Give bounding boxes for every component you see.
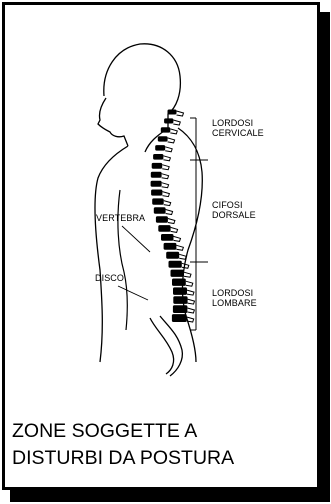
vertebra-body <box>171 270 185 277</box>
vertebra-body <box>161 234 174 241</box>
spinous-process <box>162 174 169 179</box>
vertebra-body <box>151 190 162 196</box>
vertebra-body <box>172 279 186 286</box>
leader-vertebra <box>122 226 150 252</box>
spinous-process <box>165 147 172 152</box>
spinous-process <box>174 236 181 241</box>
vertebra-body <box>164 118 173 123</box>
spinous-process <box>176 245 183 250</box>
spinous-process <box>182 263 189 268</box>
spinous-process <box>162 192 169 197</box>
spinous-process <box>166 210 173 215</box>
vertebra-body <box>173 296 187 304</box>
label-lordosi-cervicale-1: LORDOSI <box>212 118 253 128</box>
vertebra-body <box>151 181 162 187</box>
vertebra-body <box>155 145 165 151</box>
spinous-process <box>187 290 194 295</box>
spinous-process <box>179 254 186 259</box>
spinous-process <box>170 129 177 134</box>
vertebra-body <box>168 110 177 115</box>
leader-disco <box>118 286 148 300</box>
vertebrae-column <box>151 110 195 323</box>
vertebra-body <box>158 225 170 232</box>
vertebra-body <box>169 261 182 268</box>
spinous-process <box>188 299 195 304</box>
label-cifosi-dorsale-1: CIFOSI <box>212 200 243 210</box>
body-outline <box>95 44 202 362</box>
vertebra-body <box>164 243 177 250</box>
spinous-process <box>184 272 191 277</box>
sacrum <box>150 316 182 376</box>
caption-line-2: DISTURBI DA POSTURA <box>12 445 312 472</box>
vertebra-body <box>172 314 187 322</box>
label-lordosi-cervicale-2: CERVICALE <box>212 128 264 138</box>
spinous-process <box>168 219 175 224</box>
spinous-process <box>187 308 194 313</box>
spinous-process <box>168 138 175 143</box>
vertebra-body <box>152 198 164 204</box>
label-lordosi-lombare-2: LOMBARE <box>212 298 257 308</box>
caption-line-1: ZONE SOGGETTE A <box>12 418 312 445</box>
caption: ZONE SOGGETTE A DISTURBI DA POSTURA <box>12 418 312 472</box>
spinous-process <box>171 227 178 232</box>
spinous-process <box>162 165 169 170</box>
spinous-process <box>173 120 180 125</box>
spinous-process <box>162 183 169 188</box>
spinous-process <box>177 111 184 116</box>
vertebra-body <box>151 172 162 178</box>
label-lordosi-lombare-1: LORDOSI <box>212 288 253 298</box>
spinous-process <box>163 156 170 161</box>
label-disco: DISCO <box>95 273 124 283</box>
vertebra-body <box>173 305 188 313</box>
vertebra-body <box>152 163 163 169</box>
arm-outline <box>118 190 127 330</box>
label-vertebra: VERTEBRA <box>96 213 145 223</box>
spinous-process <box>164 201 171 206</box>
vertebra-body <box>166 252 179 259</box>
label-cifosi-dorsale-2: DORSALE <box>212 210 256 220</box>
spinous-process <box>186 281 193 286</box>
vertebra-body <box>158 136 168 141</box>
vertebra-body <box>156 216 168 223</box>
vertebra-body <box>154 207 166 213</box>
vertebra-body <box>161 127 171 132</box>
vertebra-body <box>153 154 163 160</box>
vertebra-body <box>173 287 187 295</box>
